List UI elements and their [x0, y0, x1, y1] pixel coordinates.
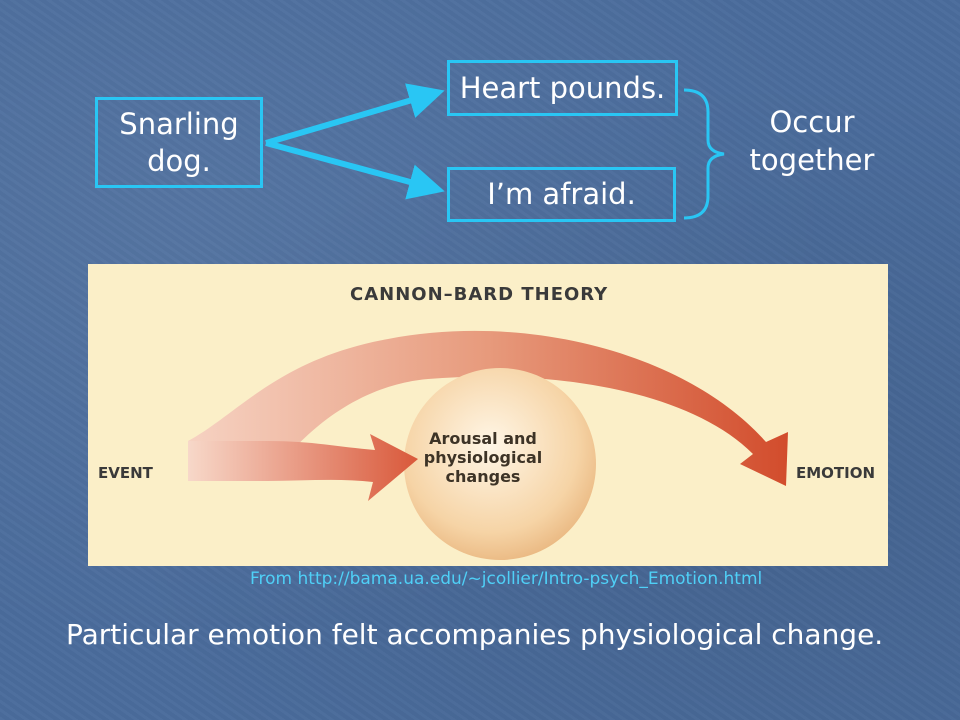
snarling-dog-box: Snarling dog.: [95, 97, 263, 188]
afraid-box: I’m afraid.: [447, 167, 676, 222]
afraid-label: I’m afraid.: [487, 177, 636, 212]
arrow-to-heart-pounds: [265, 83, 445, 146]
arrow-event-to-arousal: [188, 434, 418, 501]
slide-caption: Particular emotion felt accompanies phys…: [66, 618, 884, 651]
arousal-label: Arousal and physiological changes: [423, 429, 543, 487]
heart-pounds-box: Heart pounds.: [447, 60, 678, 116]
occur-together-label: Occur together: [749, 105, 875, 177]
emotion-label: EMOTION: [796, 464, 876, 482]
arousal-circle: [404, 368, 596, 560]
snarling-dog-label: Snarling dog.: [119, 107, 239, 178]
source-citation: From http://bama.ua.edu/~jcollier/Intro-…: [250, 569, 763, 589]
arrow-to-afraid: [265, 140, 445, 200]
curly-brace-icon: [683, 88, 725, 220]
figure-artwork: [188, 330, 788, 560]
cannon-bard-figure: CANNON–BARD THEORY EVENT Arousal and phy…: [88, 264, 888, 566]
arc-arrow-event-to-emotion: [188, 330, 788, 486]
heart-pounds-label: Heart pounds.: [459, 70, 666, 105]
figure-title: CANNON–BARD THEORY: [350, 284, 609, 305]
event-label: EVENT: [98, 464, 153, 482]
